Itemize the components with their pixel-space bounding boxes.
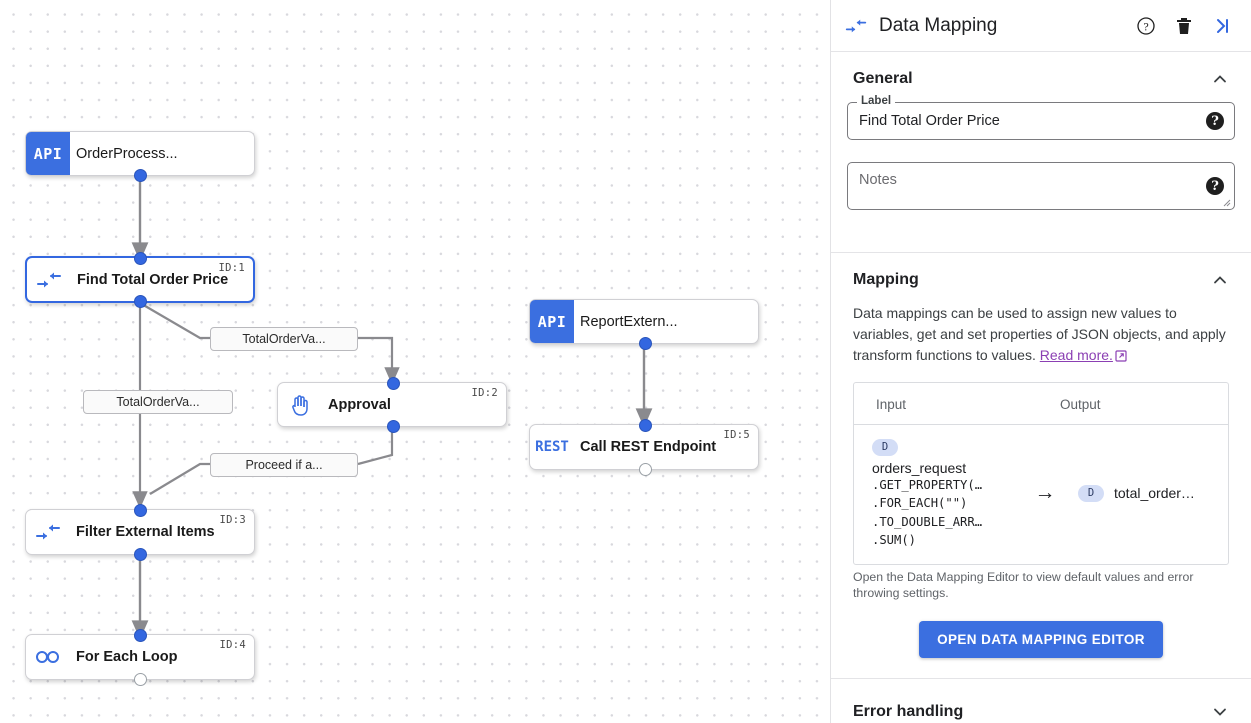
flow-node-label: Find Total Order Price: [77, 271, 229, 288]
edge-label[interactable]: Proceed if a...: [210, 453, 358, 477]
label-field-legend: Label: [857, 95, 896, 107]
section-title: Error handling: [853, 702, 964, 720]
column-header-input: Input: [876, 397, 907, 412]
help-filled-icon[interactable]: ?: [1206, 177, 1224, 195]
label-field-value: Find Total Order Price: [859, 113, 1000, 129]
section-general-body: Label Find Total Order Price ? Notes ?: [831, 95, 1251, 252]
data-mapping-icon: [27, 271, 71, 289]
mapping-actions: OPEN DATA MAPPING EDITOR: [847, 601, 1235, 658]
chevron-up-icon[interactable]: [1211, 70, 1229, 88]
type-badge: D: [872, 438, 898, 456]
flow-node-id: ID:1: [218, 262, 245, 274]
flow-node-id: ID:4: [219, 639, 246, 651]
trash-icon[interactable]: [1171, 13, 1197, 39]
flow-node-label: Approval: [328, 396, 391, 413]
section-error-handling: Error handling: [831, 679, 1251, 723]
node-output-port[interactable]: [386, 419, 400, 433]
notes-field[interactable]: Notes ?: [847, 162, 1235, 210]
column-header-output: Output: [1060, 397, 1101, 412]
flow-node-id: ID:3: [219, 514, 246, 526]
section-error-handling-header[interactable]: Error handling: [831, 679, 1251, 723]
mapping-table-header: Input Output: [854, 383, 1228, 425]
mapping-note: Open the Data Mapping Editor to view def…: [853, 569, 1194, 600]
mapping-arrow-icon: →: [1034, 481, 1056, 505]
section-mapping: Mapping Data mappings can be used to ass…: [831, 253, 1251, 679]
input-variable-name: orders_request: [872, 459, 967, 476]
node-output-port[interactable]: [638, 336, 652, 350]
input-transform-chain: .GET_PROPERTY(… .FOR_EACH("") .TO_DOUBLE…: [872, 477, 983, 548]
data-mapping-icon: [845, 15, 867, 37]
api-badge: API: [530, 300, 574, 343]
hand-icon: [278, 394, 322, 416]
type-badge: D: [1078, 484, 1104, 502]
section-general: General Label Find Total Order Price ? N…: [831, 52, 1251, 253]
flow-node-find-total-order-price[interactable]: Find Total Order Price ID:1: [25, 251, 255, 308]
notes-field-placeholder: Notes: [859, 172, 897, 188]
mapping-input-cell: D orders_request .GET_PROPERTY(… .FOR_EA…: [854, 437, 1022, 550]
flow-node-label: Call REST Endpoint: [580, 439, 717, 455]
read-more-link[interactable]: Read more.: [1039, 347, 1113, 363]
flow-node-label: Filter External Items: [76, 524, 215, 540]
flow-node-label: For Each Loop: [76, 649, 178, 665]
section-title: Mapping: [853, 271, 919, 288]
flow-node-id: ID:5: [723, 429, 750, 441]
flow-node-id: ID:2: [471, 387, 498, 399]
output-variable-name: total_order…: [1114, 485, 1195, 502]
flow-node-order-process[interactable]: API OrderProcess...: [25, 131, 255, 182]
label-field[interactable]: Label Find Total Order Price ?: [847, 95, 1235, 140]
node-input-port[interactable]: [133, 251, 147, 265]
flow-node-label: ReportExtern...: [580, 313, 678, 330]
api-badge: API: [26, 132, 70, 175]
edge-label[interactable]: TotalOrderVa...: [83, 390, 233, 414]
panel-title: Data Mapping: [879, 14, 998, 36]
node-output-port[interactable]: [133, 294, 147, 308]
flow-node-label: OrderProcess...: [76, 145, 178, 162]
flow-node-approval[interactable]: Approval ID:2: [277, 376, 507, 433]
help-filled-icon[interactable]: ?: [1206, 112, 1224, 130]
external-link-icon[interactable]: [1115, 347, 1127, 368]
mapping-table-row[interactable]: D orders_request .GET_PROPERTY(… .FOR_EA…: [854, 425, 1228, 564]
node-input-port[interactable]: [386, 376, 400, 390]
data-mapping-icon: [26, 523, 70, 541]
help-circle-icon[interactable]: ?: [1133, 13, 1159, 39]
node-input-port[interactable]: [638, 418, 652, 432]
node-output-port[interactable]: [133, 672, 147, 686]
flow-node-report-extern[interactable]: API ReportExtern...: [529, 299, 759, 350]
section-general-header[interactable]: General: [831, 52, 1251, 102]
svg-text:?: ?: [1143, 22, 1148, 33]
open-data-mapping-editor-button[interactable]: OPEN DATA MAPPING EDITOR: [919, 620, 1163, 658]
section-title: General: [853, 70, 913, 87]
chevron-up-icon[interactable]: [1211, 271, 1229, 289]
collapse-panel-right-icon[interactable]: [1209, 13, 1235, 39]
node-output-port[interactable]: [133, 168, 147, 182]
mapping-description: Data mappings can be used to assign new …: [847, 303, 1235, 382]
flow-node-for-each-loop[interactable]: For Each Loop ID:4: [25, 628, 255, 686]
mapping-output-cell: D total_order…: [1068, 484, 1228, 502]
flow-node-filter-external-items[interactable]: Filter External Items ID:3: [25, 503, 255, 561]
edge-label[interactable]: TotalOrderVa...: [210, 327, 358, 351]
panel-header: Data Mapping ?: [831, 0, 1251, 52]
chevron-down-icon[interactable]: [1211, 703, 1229, 721]
flow-edges: [131, 176, 653, 640]
textarea-resize-handle[interactable]: [1221, 197, 1231, 207]
mapping-table: Input Output D orders_request .GET_PROPE…: [853, 382, 1229, 565]
section-mapping-header[interactable]: Mapping: [831, 253, 1251, 303]
infinity-icon: [26, 649, 70, 665]
flow-node-call-rest-endpoint[interactable]: REST Call REST Endpoint ID:5: [529, 418, 759, 476]
section-mapping-body: Data mappings can be used to assign new …: [831, 303, 1251, 678]
properties-panel: Data Mapping ? General Label: [830, 0, 1251, 723]
node-input-port[interactable]: [133, 503, 147, 517]
mapping-description-text: Data mappings can be used to assign new …: [853, 305, 1226, 363]
flow-canvas[interactable]: API OrderProcess... Find Total Order Pri…: [0, 0, 830, 723]
rest-icon: REST: [535, 439, 569, 455]
node-output-port[interactable]: [133, 547, 147, 561]
node-input-port[interactable]: [133, 628, 147, 642]
node-output-port[interactable]: [638, 462, 652, 476]
